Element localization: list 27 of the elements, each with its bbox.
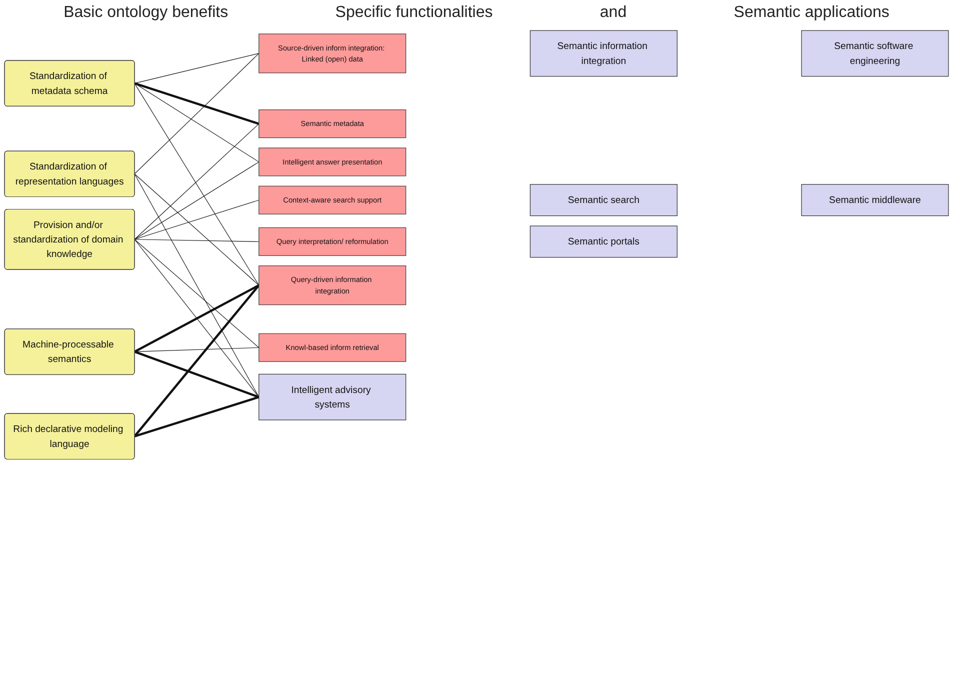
connector <box>134 83 260 162</box>
connector <box>134 239 260 242</box>
connector <box>134 200 260 240</box>
node-box: Intelligent advisory systems <box>258 374 406 420</box>
connector <box>134 284 260 438</box>
connector <box>134 162 260 240</box>
connector <box>134 239 260 398</box>
connector <box>134 83 260 286</box>
connector <box>134 239 260 348</box>
node-box: Semantic search <box>530 184 678 216</box>
connector <box>134 174 260 286</box>
node-box: Semantic software engineering <box>801 30 949 77</box>
node-box: Semantic portals <box>530 226 678 258</box>
connector <box>134 174 260 398</box>
connector <box>134 124 260 240</box>
connector <box>134 396 260 438</box>
node-box: Semantic middleware <box>801 184 949 216</box>
connector <box>134 53 260 84</box>
column-heading: and <box>600 4 627 22</box>
connector <box>134 350 260 398</box>
connector <box>134 53 260 174</box>
column-heading: Basic ontology benefits <box>64 4 228 22</box>
node-box: Semantic information integration <box>530 30 678 77</box>
connector <box>134 284 260 353</box>
column-heading: Semantic applications <box>734 4 890 22</box>
column-heading: Specific functionalities <box>335 4 493 22</box>
connector <box>134 82 260 125</box>
